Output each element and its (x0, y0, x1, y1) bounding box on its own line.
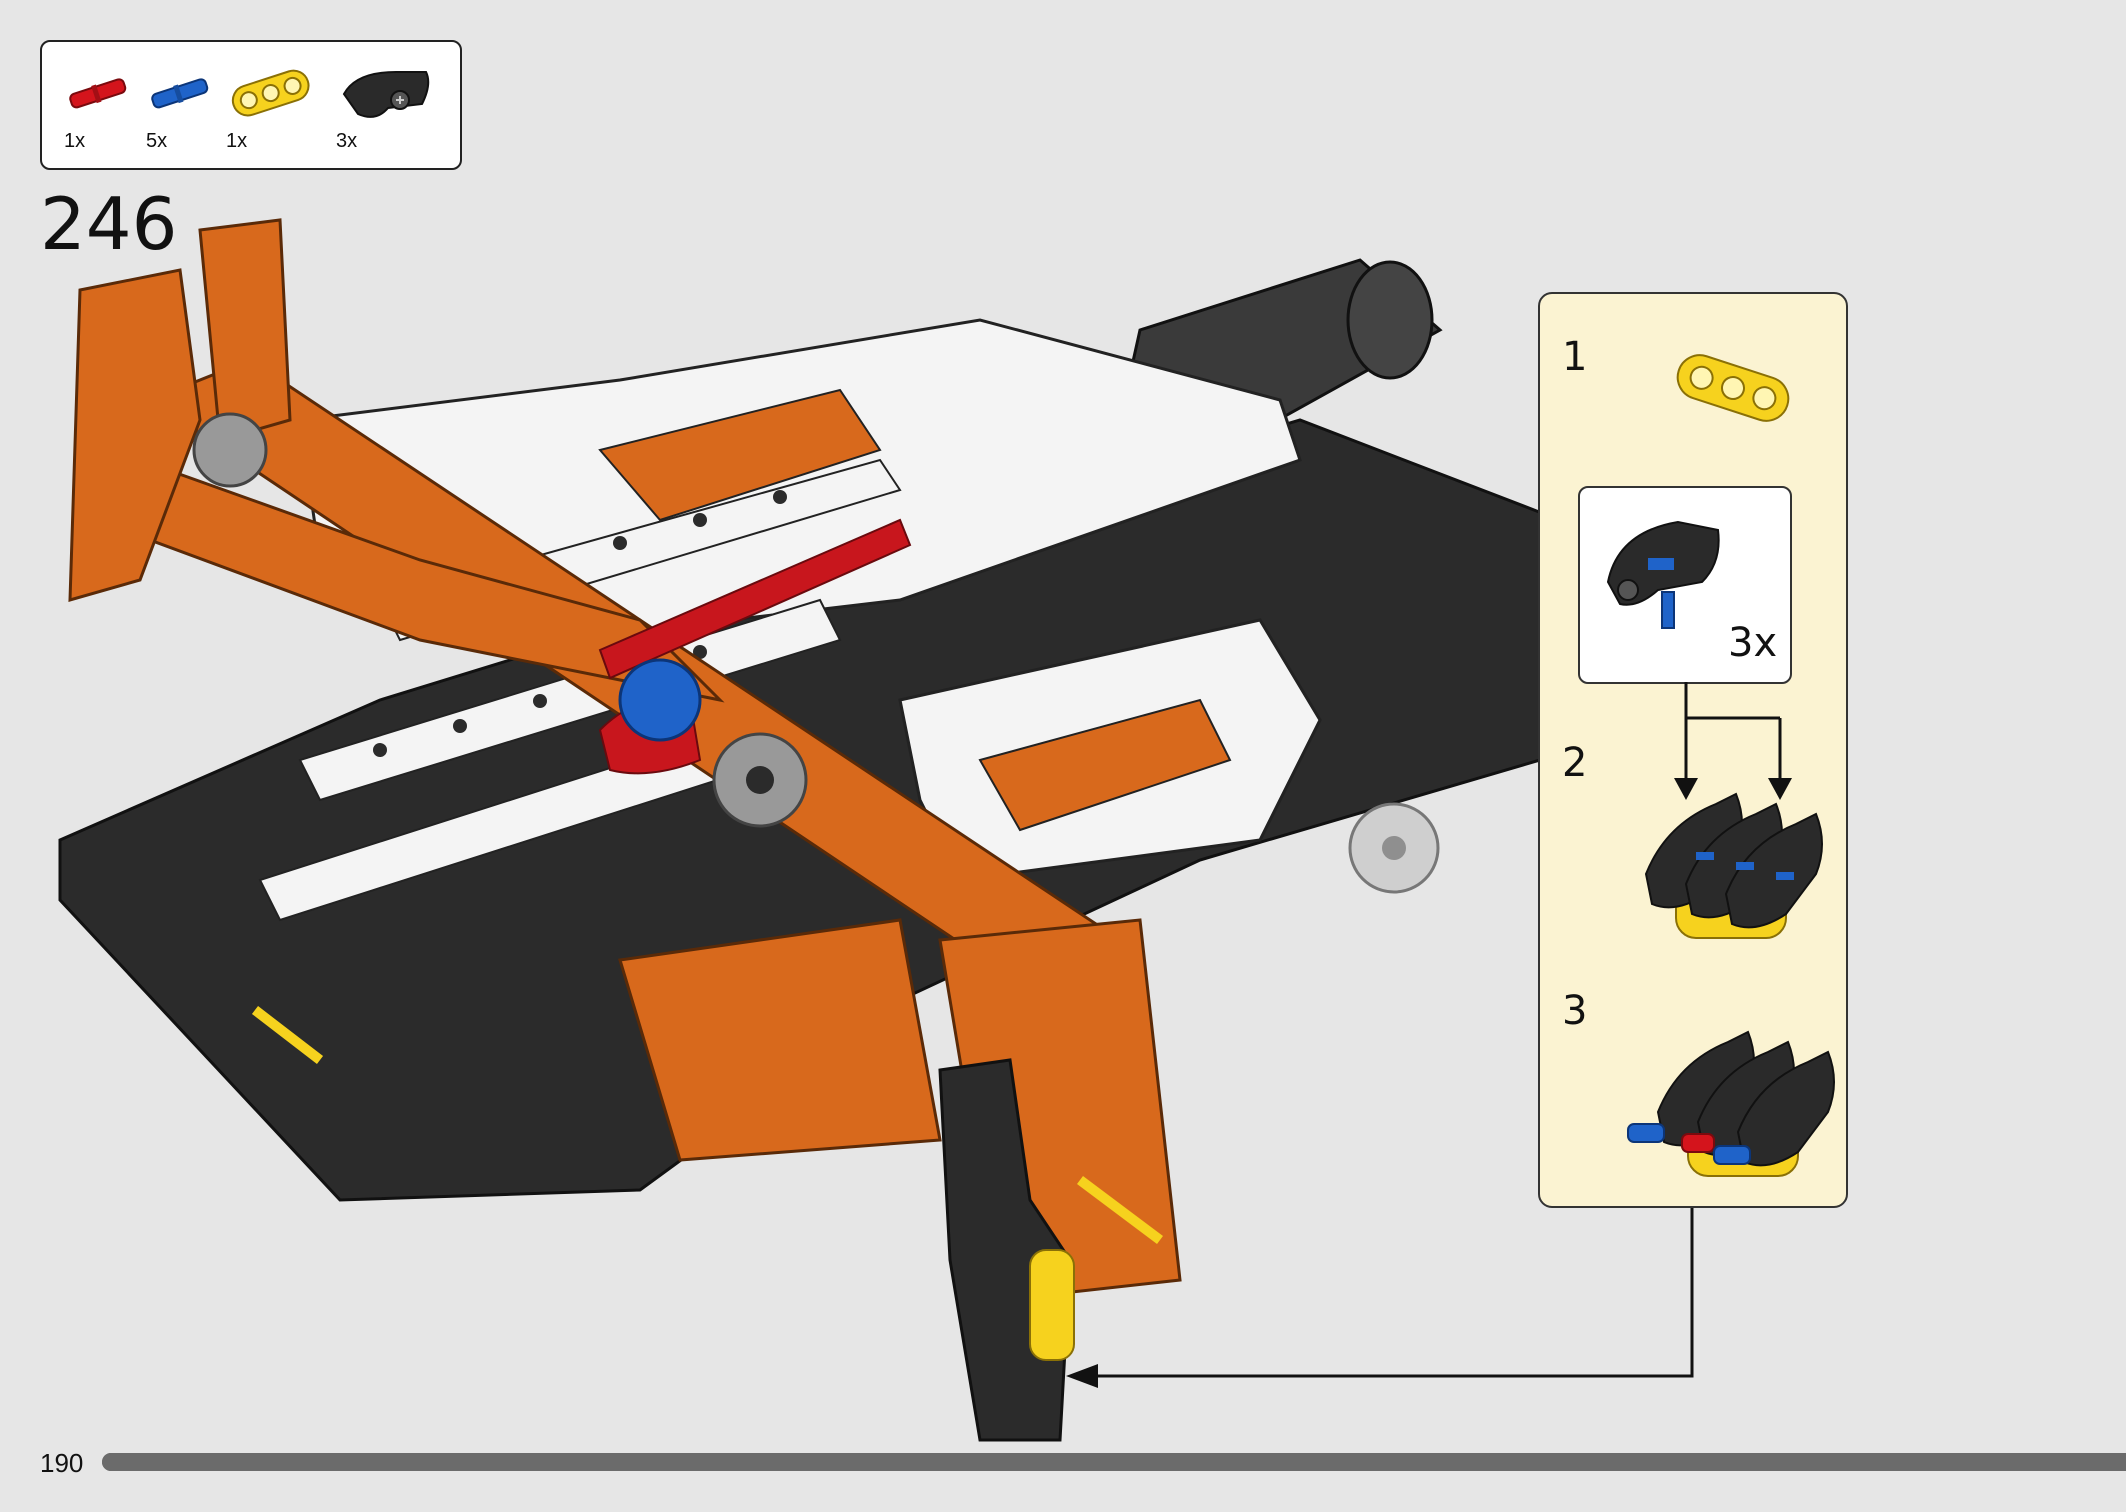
progress-bar (102, 1453, 2126, 1471)
parts-list-box: 1x 5x 1x 3x (40, 40, 462, 170)
sub-step-quantity: 3x (1728, 620, 1778, 666)
step-number: 246 (40, 182, 178, 266)
black-connector-with-pin-icon (1606, 520, 1720, 629)
blue-pin-icon (151, 78, 209, 109)
progress-bar-fill (102, 1453, 2126, 1471)
part-quantity: 3x (336, 130, 358, 152)
black-connector-icon (342, 71, 430, 118)
part-quantity: 5x (146, 130, 168, 152)
part-blue-pin: 5x (146, 64, 216, 152)
three-connectors-on-beam-icon (1644, 792, 1823, 939)
part-yellow-beam: 1x (226, 64, 316, 152)
yellow-beam-icon (231, 69, 310, 117)
model-illustration (58, 218, 1540, 1442)
part-red-axle-pin: 1x (64, 64, 134, 152)
sub-step-number: 3 (1562, 988, 1588, 1034)
red-axle-pin-icon (69, 78, 127, 109)
sub-sub-assembly-box: 3x (1578, 486, 1792, 684)
page-number: 190 (40, 1448, 84, 1478)
yellow-beam-icon (1676, 354, 1790, 422)
sub-step-number: 2 (1562, 740, 1588, 786)
part-quantity: 1x (226, 130, 248, 152)
sub-step-number: 1 (1562, 334, 1588, 380)
part-quantity: 1x (64, 130, 86, 152)
assembled-connectors-with-pins-icon (1627, 1030, 1835, 1177)
part-black-connector: 3x (336, 64, 436, 152)
sub-assembly-panel: 1 3x 2 3 (1538, 292, 1848, 1208)
